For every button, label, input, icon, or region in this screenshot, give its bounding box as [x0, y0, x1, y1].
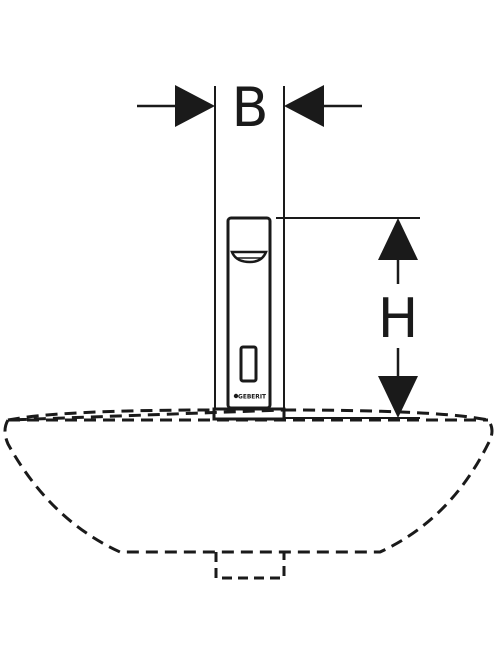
- faucet: GEBERIT: [212, 216, 286, 421]
- washbasin-drain: [214, 552, 286, 580]
- width-arrow-left-head: [175, 85, 215, 127]
- brand-logo-icon: [233, 393, 239, 399]
- height-arrow-bottom-head: [378, 376, 418, 418]
- width-arrow-right-head: [284, 85, 324, 127]
- washbasin: [3, 408, 494, 580]
- height-arrow-top-head: [378, 218, 418, 260]
- width-dimension: B: [137, 76, 362, 410]
- faucet-spout-outlet: [230, 250, 268, 264]
- brand-logo: GEBERIT: [233, 393, 267, 401]
- brand-logo-text: GEBERIT: [238, 393, 267, 401]
- faucet-sensor-window: [239, 345, 258, 383]
- height-dimension: H: [276, 217, 420, 419]
- washbasin-outline: [3, 408, 494, 554]
- width-label: B: [231, 76, 268, 139]
- height-label: H: [378, 287, 419, 350]
